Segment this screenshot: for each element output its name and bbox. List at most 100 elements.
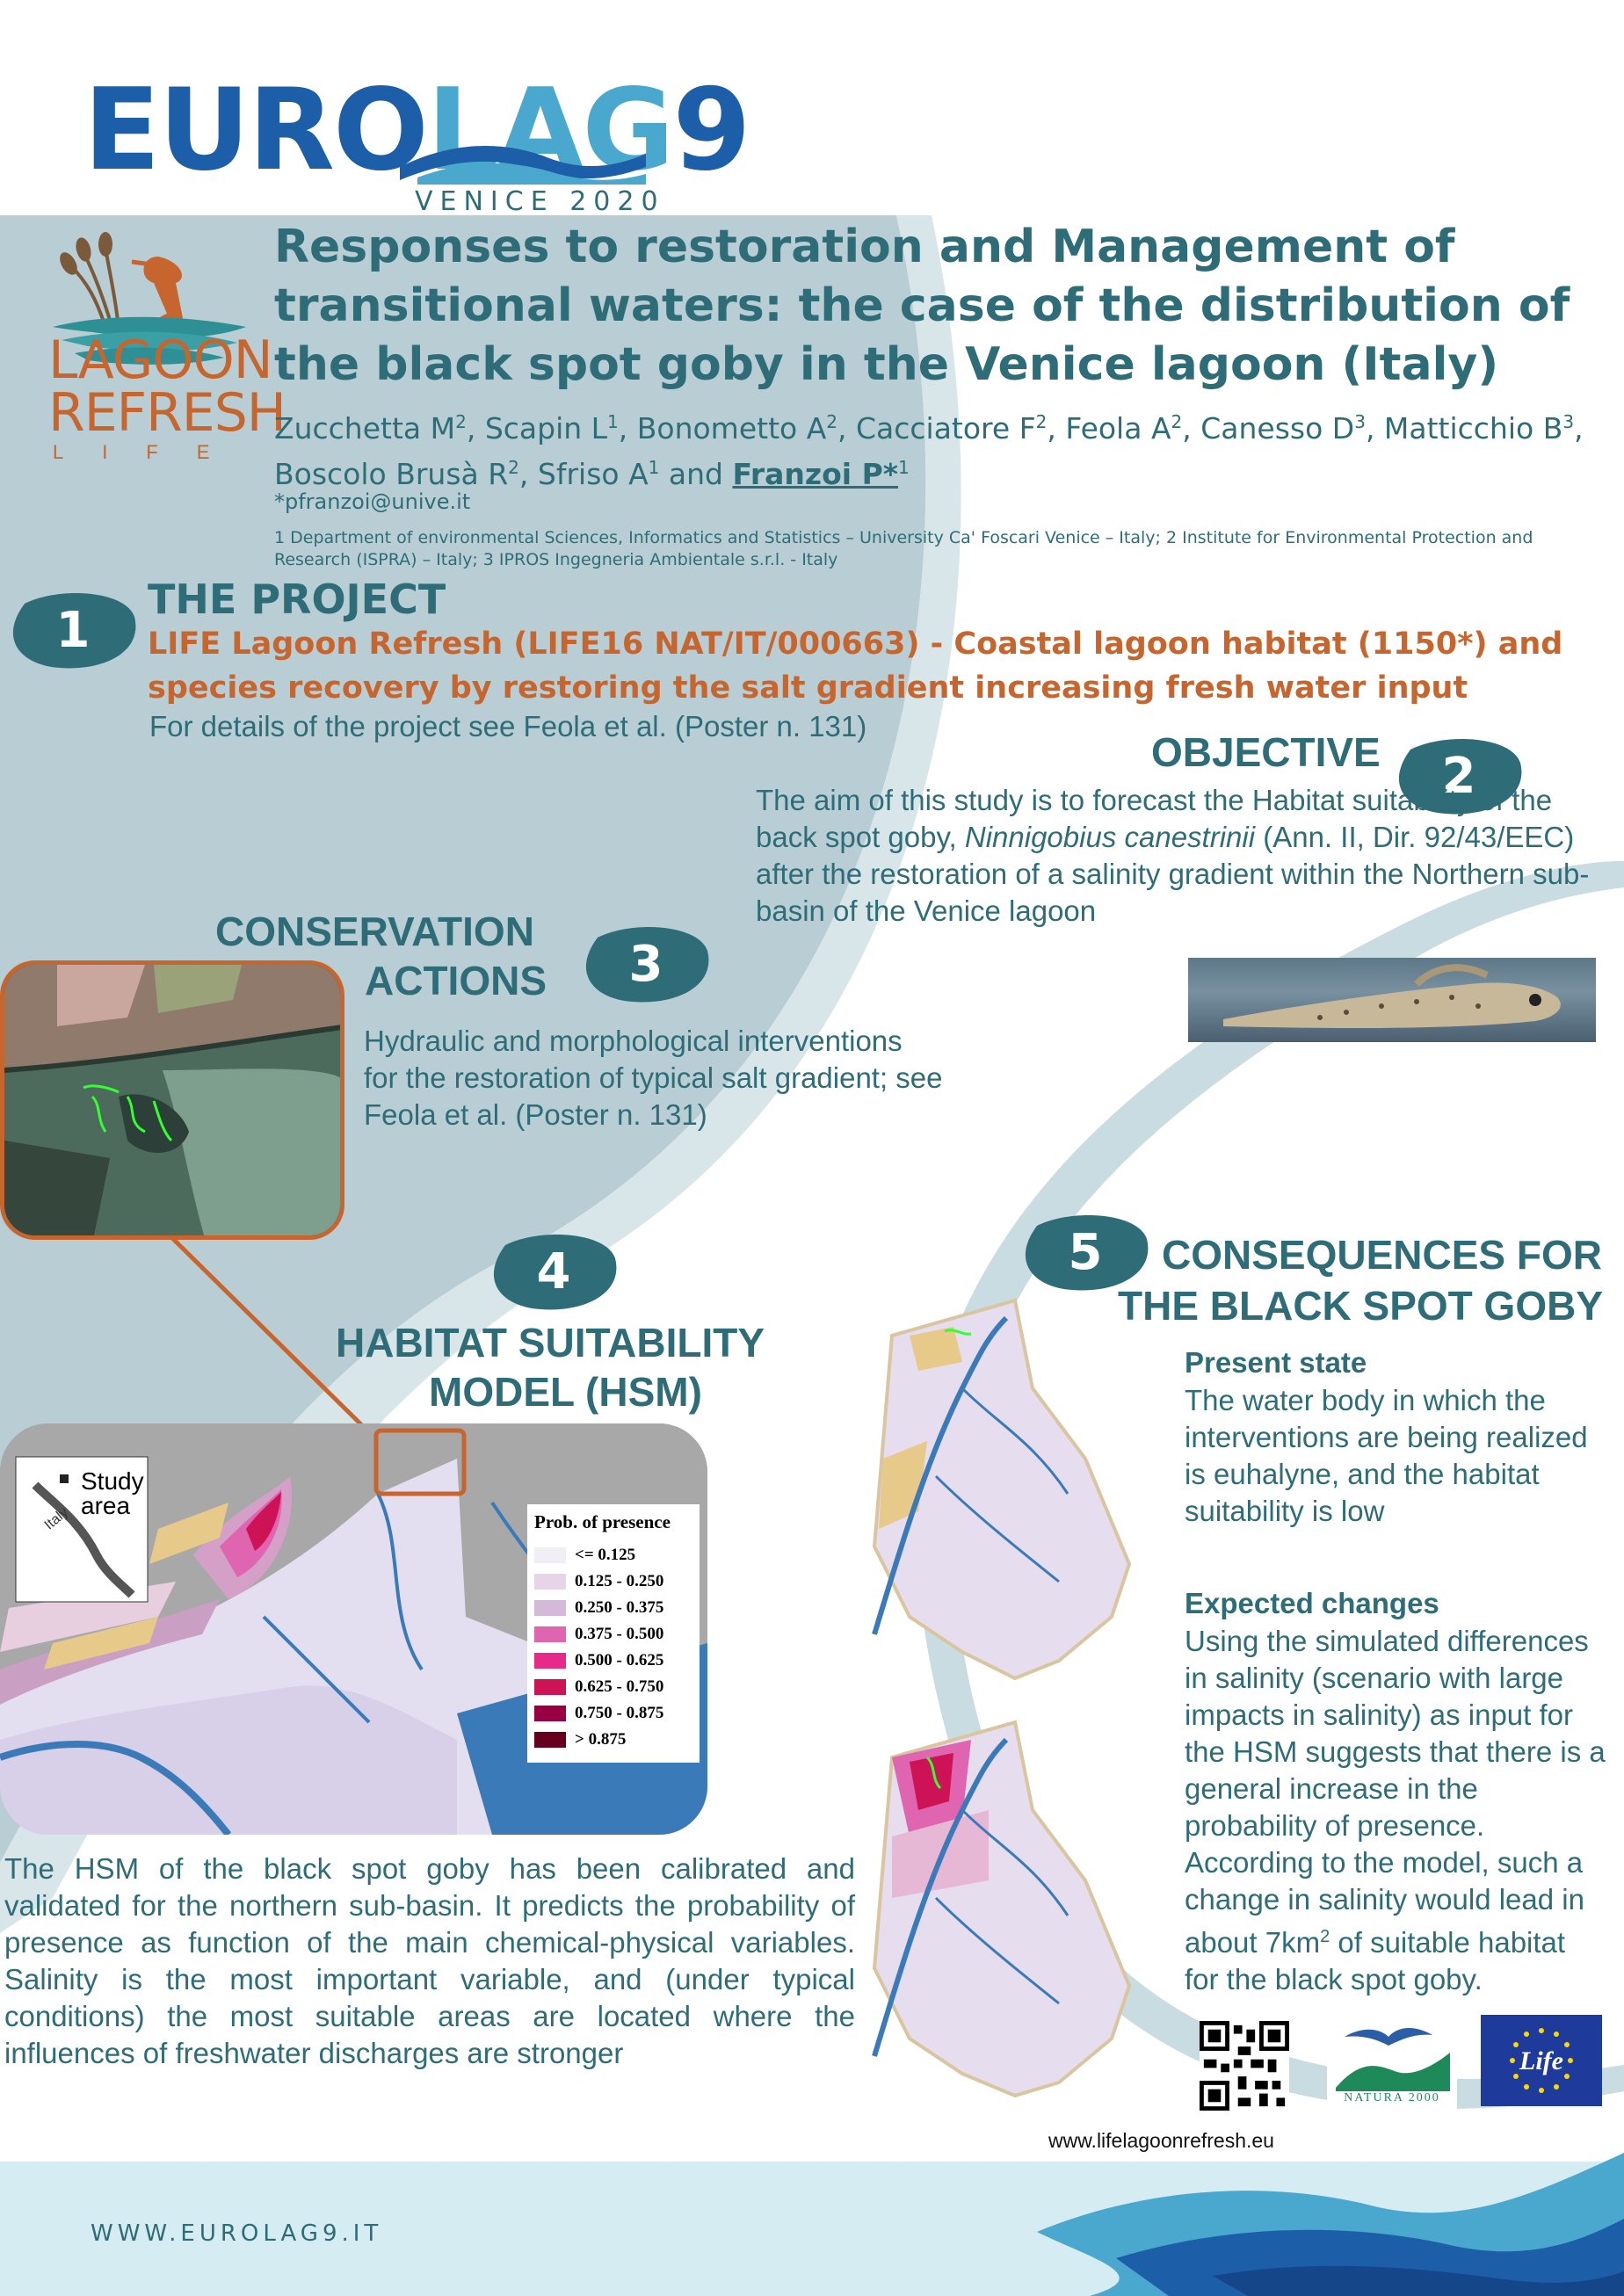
- author-name: Boscolo Brusà R: [274, 457, 509, 491]
- author-list: Zucchetta M2, Scapin L1, Bonometto A2, C…: [274, 402, 1610, 494]
- natura-label: NATURA 2000: [1344, 2091, 1440, 2104]
- section-5-number: 5: [1068, 1224, 1103, 1281]
- author-names: Zucchetta M2, Scapin L1, Bonometto A2, C…: [274, 411, 1584, 491]
- life-eu-logo: Life: [1481, 2015, 1602, 2106]
- legend-swatch: [534, 1732, 566, 1748]
- author-separator: ,: [618, 411, 637, 445]
- author-separator: and: [659, 457, 733, 491]
- legend-swatch: [534, 1626, 566, 1642]
- logo-venice-subtitle: VENICE 2020: [415, 186, 665, 217]
- goby-photo: [1188, 958, 1596, 1042]
- author-separator: ,: [1574, 411, 1584, 445]
- legend-entry: 0.125 - 0.250: [534, 1568, 692, 1595]
- author-affiliation-number: 2: [455, 411, 467, 432]
- author-name: Sfriso A: [537, 457, 649, 491]
- affiliations: 1 Department of environmental Sciences, …: [274, 528, 1533, 569]
- section-2-badge: [1398, 739, 1522, 815]
- author-separator: ,: [1182, 411, 1201, 445]
- author-affiliation-number: 3: [1562, 411, 1575, 432]
- author-name: Zucchetta M: [274, 411, 456, 445]
- objective-text: The aim of this study is to forecast the…: [756, 782, 1599, 930]
- map-legend: Prob. of presence <= 0.125 0.125 - 0.250 0…: [527, 1504, 700, 1763]
- author-name: Cacciatore F: [855, 411, 1036, 445]
- author-name: Scapin L: [484, 411, 608, 445]
- legend-swatch: [534, 1653, 566, 1669]
- footer-wave-graphic: [1037, 2153, 1624, 2296]
- legend-swatch: [534, 1574, 566, 1590]
- objective-text-part2: (Ann. II, Dir. 92/43/EEC) after the rest…: [756, 821, 1590, 927]
- expected-changes-text: Using the simulated differences in salin…: [1185, 1623, 1606, 1998]
- inset-label-line1: Study: [81, 1467, 144, 1495]
- legend-entry: 0.500 - 0.625: [534, 1648, 692, 1674]
- section-4-badge: [493, 1235, 617, 1310]
- satellite-lagoon-image: [4, 965, 340, 1235]
- corresponding-author[interactable]: Franzoi P*: [732, 457, 899, 491]
- author-affiliation-number: 1: [648, 457, 660, 478]
- legend-label: 0.375 - 0.500: [575, 1625, 664, 1643]
- project-heading: THE PROJECT: [148, 576, 446, 623]
- section-4-number: 4: [536, 1243, 571, 1300]
- section-3-badge: [585, 927, 709, 1003]
- author-affiliation-number: 1: [607, 411, 619, 432]
- legend-swatch: [534, 1706, 566, 1721]
- expected-changes-heading: Expected changes: [1185, 1587, 1439, 1619]
- lagoon-maps: [872, 1298, 1132, 2098]
- author-separator: ,: [518, 457, 538, 491]
- section-5-badge: [1025, 1215, 1149, 1291]
- conservation-text: Hydraulic and morphological intervention…: [364, 1025, 943, 1131]
- project-website-url[interactable]: www.lifelagoonrefresh.eu: [1048, 2129, 1274, 2152]
- qr-code-icon[interactable]: [1200, 2021, 1289, 2111]
- consequences-heading-line2: THE BLACK SPOT GOBY: [1118, 1283, 1604, 1329]
- project-details: For details of the project see Feola et …: [149, 710, 867, 742]
- expected-text-part1: Using the simulated differences in salin…: [1185, 1625, 1606, 1959]
- logo-euro-text: EURO: [83, 65, 429, 196]
- legend-label: 0.750 - 0.875: [575, 1704, 664, 1722]
- legend-label: 0.625 - 0.750: [575, 1677, 664, 1696]
- author-separator: ,: [1365, 411, 1384, 445]
- author-affiliation-number: 2: [826, 411, 837, 432]
- legend-swatch: [534, 1679, 566, 1695]
- legend-swatch: [534, 1547, 566, 1563]
- author-name: Canesso D: [1200, 411, 1355, 445]
- legend-label: 0.250 - 0.375: [575, 1598, 664, 1617]
- life-label: Life: [1519, 2046, 1563, 2075]
- hsm-heading-line2: MODEL (HSM): [429, 1369, 702, 1415]
- present-state-heading: Present state: [1185, 1346, 1367, 1379]
- lagoon-life-label: LIFE: [53, 441, 249, 463]
- legend-label: > 0.875: [575, 1730, 627, 1749]
- conservation-heading-line1: CONSERVATION: [215, 909, 534, 954]
- species-name: Ninnigobius canestrinii: [964, 821, 1256, 853]
- legend-title: Prob. of presence: [534, 1511, 671, 1532]
- author-affiliation-number: 2: [508, 457, 519, 478]
- author-separator: ,: [466, 411, 485, 445]
- legend-entries: <= 0.125 0.125 - 0.250 0.250 - 0.375 0.375 …: [534, 1542, 692, 1753]
- author-separator: ,: [837, 411, 856, 445]
- poster-title: Responses to restoration and Management …: [274, 221, 1570, 391]
- author-affiliation-number: 2: [1171, 411, 1183, 432]
- author-name: Bonometto A: [636, 411, 827, 445]
- inset-study-area-label: Study area: [81, 1469, 144, 1518]
- goby-fish-image: [1223, 964, 1561, 1028]
- objective-text-part1: The aim of this study is to forecast the…: [756, 784, 1553, 853]
- logo-nine-text: 9: [672, 65, 750, 196]
- natura-2000-logo: NATURA 2000: [1327, 2017, 1457, 2109]
- logo-wave-icon: [400, 146, 646, 185]
- expected-text-sup: 2: [1320, 1927, 1330, 1946]
- legend-entry: 0.250 - 0.375: [534, 1595, 692, 1621]
- hsm-heading-line1: HABITAT SUITABILITY: [336, 1320, 765, 1365]
- legend-entry: 0.750 - 0.875: [534, 1700, 692, 1727]
- conference-url[interactable]: WWW.EUROLAG9.IT: [91, 2220, 383, 2247]
- section-1-badge: [12, 593, 136, 669]
- legend-label: 0.500 - 0.625: [575, 1651, 664, 1669]
- legend-swatch: [534, 1600, 566, 1616]
- lagoon-word-line1: LAGOON: [48, 330, 273, 391]
- inset-label-line2: area: [81, 1492, 131, 1519]
- legend-label: 0.125 - 0.250: [575, 1572, 664, 1590]
- corresponding-author-affiliation: 1: [898, 457, 910, 478]
- section-3-number: 3: [628, 936, 663, 993]
- expected-text-part2: of suitable habitat for the black spot g…: [1185, 1926, 1566, 1995]
- eu-stars-icon: [1510, 2028, 1573, 2093]
- contact-email[interactable]: *pfranzoi@unive.it: [274, 489, 471, 514]
- legend-label: <= 0.125: [575, 1546, 636, 1564]
- lagoon-refresh-heron-icon: [53, 232, 246, 365]
